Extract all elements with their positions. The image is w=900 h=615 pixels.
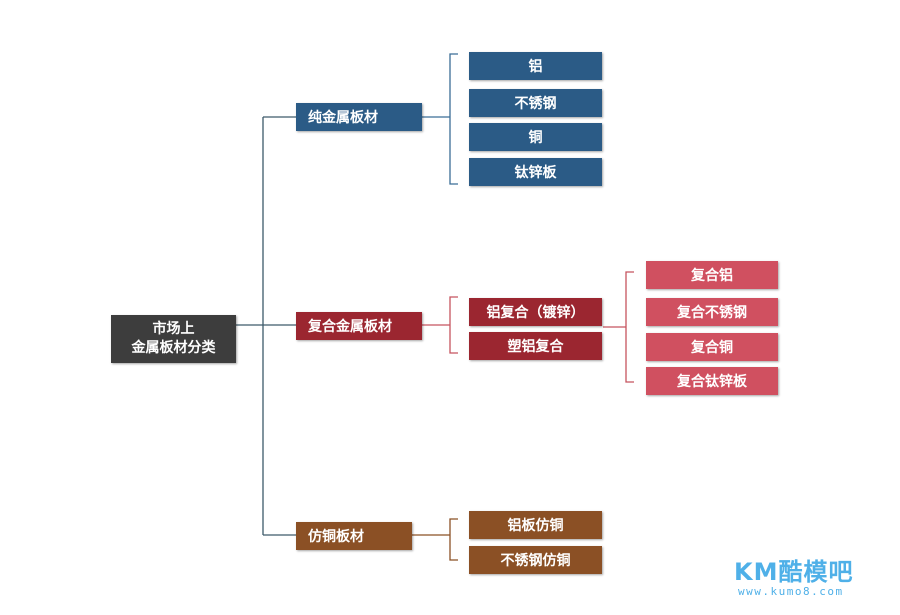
- leaf-copper: 铜: [469, 123, 602, 151]
- leaf-stainless-copper-imitation: 不锈钢仿铜: [469, 546, 602, 574]
- root-label-line1: 市场上: [152, 321, 195, 337]
- leaf-composite-titanium-zinc: 复合钛锌板: [646, 367, 778, 395]
- trunk-connector: [236, 116, 296, 536]
- node-pure-metal-label: 纯金属板材: [308, 110, 378, 126]
- leaf-composite-stainless-steel: 复合不锈钢: [646, 298, 778, 326]
- leaf-aluminum-copper-imitation: 铝板仿铜: [469, 511, 602, 539]
- leaf-titanium-zinc-label: 钛锌板: [514, 165, 557, 181]
- leaf-plastic-aluminum-composite: 塑铝复合: [469, 332, 602, 360]
- node-pure-metal: 纯金属板材: [296, 103, 422, 131]
- leaf-aluminum-copper-imitation-label: 铝板仿铜: [507, 518, 564, 534]
- pure-bracket: [422, 53, 458, 185]
- root-label-line2: 金属板材分类: [131, 340, 216, 356]
- root-node: 市场上 金属板材分类: [111, 315, 236, 363]
- leaf-composite-copper-label: 复合铜: [691, 340, 733, 356]
- leaf-composite-copper: 复合铜: [646, 333, 778, 361]
- leaf-composite-stainless-steel-label: 复合不锈钢: [677, 305, 747, 321]
- leaf-plastic-aluminum-composite-label: 塑铝复合: [507, 339, 564, 355]
- leaf-stainless-steel-label: 不锈钢: [514, 96, 557, 112]
- node-copper-like: 仿铜板材: [296, 522, 412, 550]
- node-copper-like-label: 仿铜板材: [308, 529, 364, 545]
- composite-bracket: [422, 296, 458, 354]
- leaf-stainless-copper-imitation-label: 不锈钢仿铜: [500, 553, 571, 569]
- leaf-aluminum: 铝: [469, 52, 602, 80]
- leaf-composite-aluminum-label: 复合铝: [691, 268, 733, 284]
- node-composite-metal-label: 复合金属板材: [308, 319, 392, 335]
- node-composite-metal: 复合金属板材: [296, 312, 422, 340]
- leaf-aluminum-composite-galvanized: 铝复合（镀锌）: [469, 298, 602, 326]
- leaf-aluminum-composite-galvanized-label: 铝复合（镀锌）: [486, 305, 585, 321]
- copper-like-bracket: [412, 518, 458, 561]
- leaf-aluminum-label: 铝: [528, 59, 543, 75]
- leaf-copper-label: 铜: [528, 130, 543, 146]
- watermark-url: www.kumo8.com: [738, 585, 844, 598]
- leaf-composite-titanium-zinc-label: 复合钛锌板: [677, 374, 747, 390]
- watermark-logo: KM酷模吧: [734, 558, 854, 586]
- composite-sub-bracket: [603, 271, 634, 383]
- leaf-titanium-zinc: 钛锌板: [469, 158, 602, 186]
- leaf-stainless-steel: 不锈钢: [469, 89, 602, 117]
- leaf-composite-aluminum: 复合铝: [646, 261, 778, 289]
